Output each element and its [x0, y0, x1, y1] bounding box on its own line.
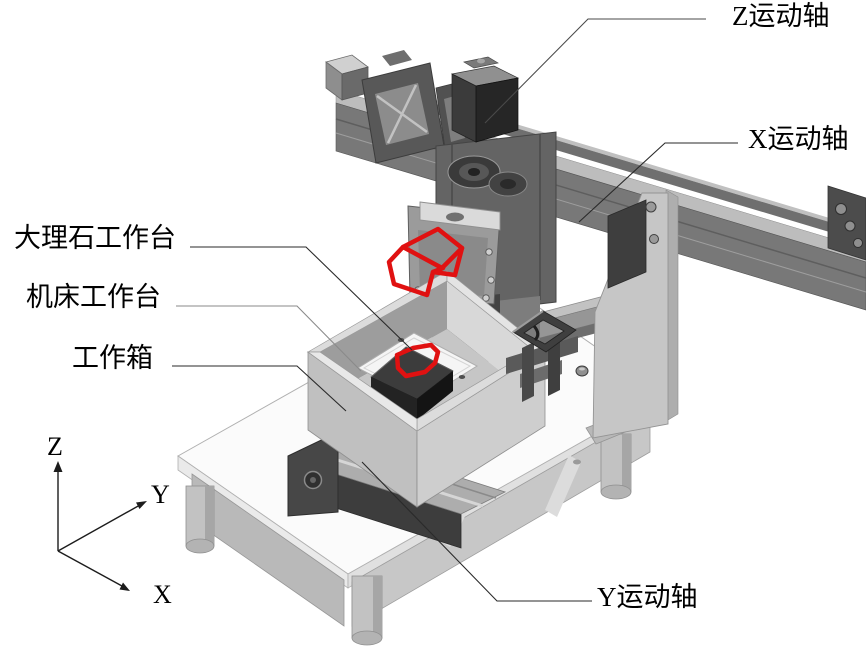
carriage-post [548, 338, 560, 396]
red-annotations [386, 226, 465, 379]
box-inner-left-wall [320, 281, 447, 400]
callout-machine-worktable: 机床工作台 [26, 282, 161, 312]
apron-brace [545, 455, 581, 517]
table-leg-foot [600, 484, 632, 500]
carriage-post [522, 342, 534, 402]
triad-z-arrowhead [53, 461, 63, 472]
coordinate-triad [53, 461, 147, 591]
triad-x-arrowhead [119, 582, 130, 591]
leader-marble-worktable [190, 246, 413, 351]
z-top-plate-slot [446, 212, 464, 222]
ring-highlight [512, 310, 544, 333]
red-sketch-box-side [430, 245, 465, 278]
triad-y-label: Y [151, 480, 170, 509]
gantry-column [585, 189, 679, 445]
motor-left [451, 73, 477, 143]
leader-y-axis [361, 461, 592, 602]
knob-screw-top [579, 367, 585, 371]
triad-z-label: Z [47, 432, 63, 461]
triad-y-line [57, 504, 141, 552]
callout-marble-worktable: 大理石工作台 [14, 223, 176, 253]
z-bearing-hub [468, 168, 480, 176]
ring-coupling [532, 325, 540, 342]
beam-groove [335, 132, 866, 293]
box-rim [306, 351, 418, 432]
callout-y-motion-axis: Y运动轴 [597, 582, 698, 612]
beam-left-cap [325, 54, 369, 101]
leader-lines [172, 18, 738, 602]
z-axis-motor [450, 56, 520, 143]
callout-x-motion-axis: X运动轴 [748, 124, 849, 154]
table-bolt-hole [573, 459, 581, 465]
leader-x-axis [578, 142, 738, 223]
marble-block-left [371, 377, 417, 420]
column-front [592, 192, 669, 439]
table-leg-shade [205, 486, 214, 546]
beam-column-junction [607, 199, 647, 289]
y-axis-rail [287, 431, 507, 549]
triad-y-arrowhead [136, 501, 147, 509]
table-legs [185, 433, 632, 646]
table-leg-foot [351, 630, 383, 646]
leader-z-axis [484, 18, 706, 124]
marble-block [370, 346, 454, 420]
callout-work-box: 工作箱 [72, 343, 153, 373]
beam-right-end [827, 185, 866, 261]
end-screw [835, 203, 847, 215]
motor-right [475, 77, 519, 143]
motor-nub [477, 58, 485, 64]
callout-z-motion-axis: Z运动轴 [732, 1, 830, 31]
y-rail-end-hole-center [310, 477, 316, 483]
junction-screw [649, 234, 659, 244]
junction-screw [645, 201, 657, 213]
knob-screw [575, 365, 589, 377]
red-sketch-quad [394, 342, 441, 379]
carriage-top-tab [382, 50, 412, 66]
plate-bolt [458, 375, 466, 379]
marble-block-right [417, 371, 453, 420]
leader-work-box [172, 365, 347, 412]
table-leg-shade [373, 576, 382, 638]
table-leg-shade [622, 434, 631, 492]
table-leg-foot [185, 538, 215, 554]
z-bearing-hub [500, 179, 516, 189]
triad-x-line [57, 550, 123, 587]
end-screw [844, 220, 856, 232]
carriage-brace [386, 84, 418, 144]
leader-machine-worktable [176, 305, 362, 372]
end-screw [853, 238, 863, 248]
block-edge-highlight [405, 346, 454, 372]
triad-x-label: X [153, 580, 172, 609]
y-axis-carriage [506, 310, 589, 402]
